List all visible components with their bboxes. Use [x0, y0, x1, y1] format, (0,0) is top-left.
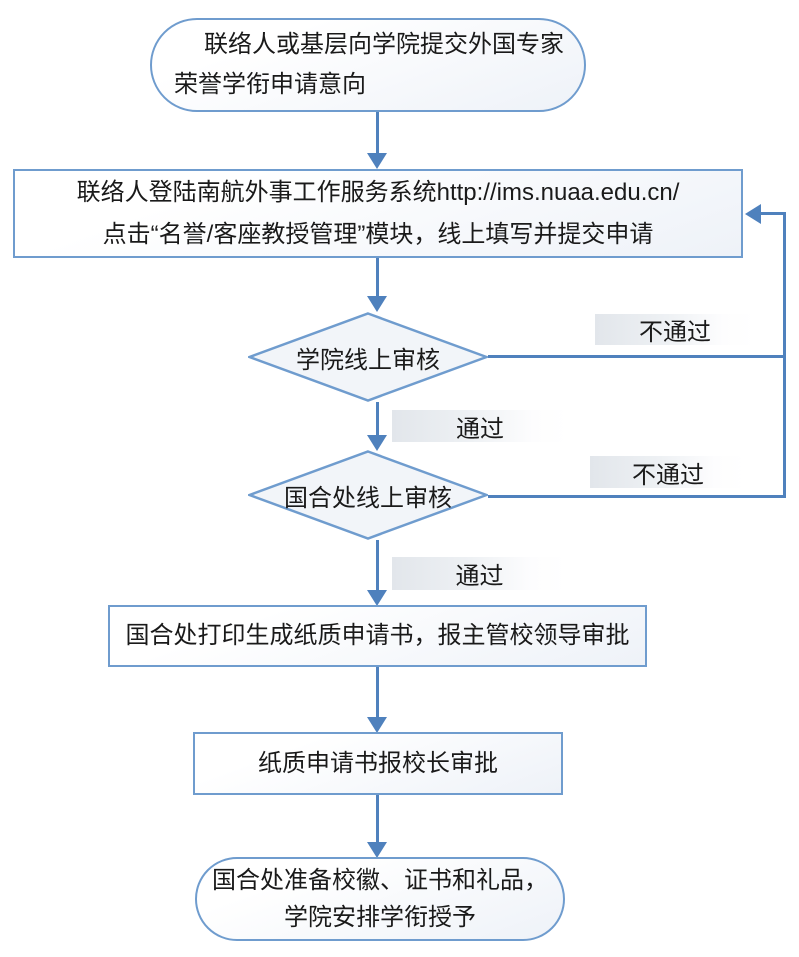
arrow-office-to-print: [376, 540, 379, 591]
end-node: 国合处准备校徽、证书和礼品， 学院安排学衔授予: [195, 857, 565, 941]
feedback-stub-hline: [759, 212, 786, 215]
arrowhead-president-to-end-icon: [367, 842, 387, 858]
edge-label-office-fail: 不通过: [590, 456, 746, 489]
end-node-line1: 国合处准备校徽、证书和礼品，: [212, 867, 548, 894]
login-submit-node: 联络人登陆南航外事工作服务系统http://ims.nuaa.edu.cn/ 点…: [13, 169, 743, 258]
login-submit-line1: 联络人登陆南航外事工作服务系统http://ims.nuaa.edu.cn/: [76, 178, 680, 206]
arrow-start-to-login: [376, 112, 379, 154]
arrowhead-print-to-president-icon: [367, 717, 387, 733]
feedback-vline: [783, 212, 786, 498]
login-submit-line2: 点击“名誉/客座教授管理”模块，线上填写并提交申请: [102, 220, 654, 248]
arrowhead-start-to-login-icon: [367, 153, 387, 169]
decision-college-review: 学院线上审核: [248, 312, 488, 402]
print-approval-label: 国合处打印生成纸质申请书，报主管校领导审批: [125, 622, 630, 649]
edge-label-college-fail: 不通过: [595, 314, 755, 346]
start-node-line1: 联络人或基层向学院提交外国专家: [204, 31, 564, 58]
edge-office-fail-hline: [488, 495, 786, 498]
edge-label-office-pass: 通过: [392, 557, 567, 590]
arrowhead-office-to-print-icon: [367, 590, 387, 606]
arrow-president-to-end: [376, 795, 379, 843]
arrowhead-feedback-to-login-icon: [745, 204, 761, 224]
arrow-login-to-college: [376, 258, 379, 297]
arrowhead-college-to-office-icon: [367, 435, 387, 451]
edge-college-fail-hline: [488, 355, 786, 358]
president-approval-node: 纸质申请书报校长审批: [193, 732, 563, 795]
print-approval-node: 国合处打印生成纸质申请书，报主管校领导审批: [108, 605, 647, 667]
start-node: 联络人或基层向学院提交外国专家 荣誉学衔申请意向: [150, 18, 586, 112]
decision-college-review-label: 学院线上审核: [296, 346, 440, 374]
edge-label-college-pass: 通过: [392, 410, 568, 443]
decision-intl-office-review-label: 国合处线上审核: [284, 484, 452, 512]
diamond-shape-icon: [248, 450, 488, 540]
diamond-shape-icon: [248, 312, 488, 402]
arrow-college-to-office: [376, 402, 379, 436]
start-node-line2: 荣誉学衔申请意向: [174, 71, 366, 98]
arrowhead-login-to-college-icon: [367, 296, 387, 312]
president-approval-label: 纸质申请书报校长审批: [258, 749, 498, 777]
arrow-print-to-president: [376, 667, 379, 718]
end-node-line2: 学院安排学衔授予: [284, 904, 476, 931]
decision-intl-office-review: 国合处线上审核: [248, 450, 488, 540]
